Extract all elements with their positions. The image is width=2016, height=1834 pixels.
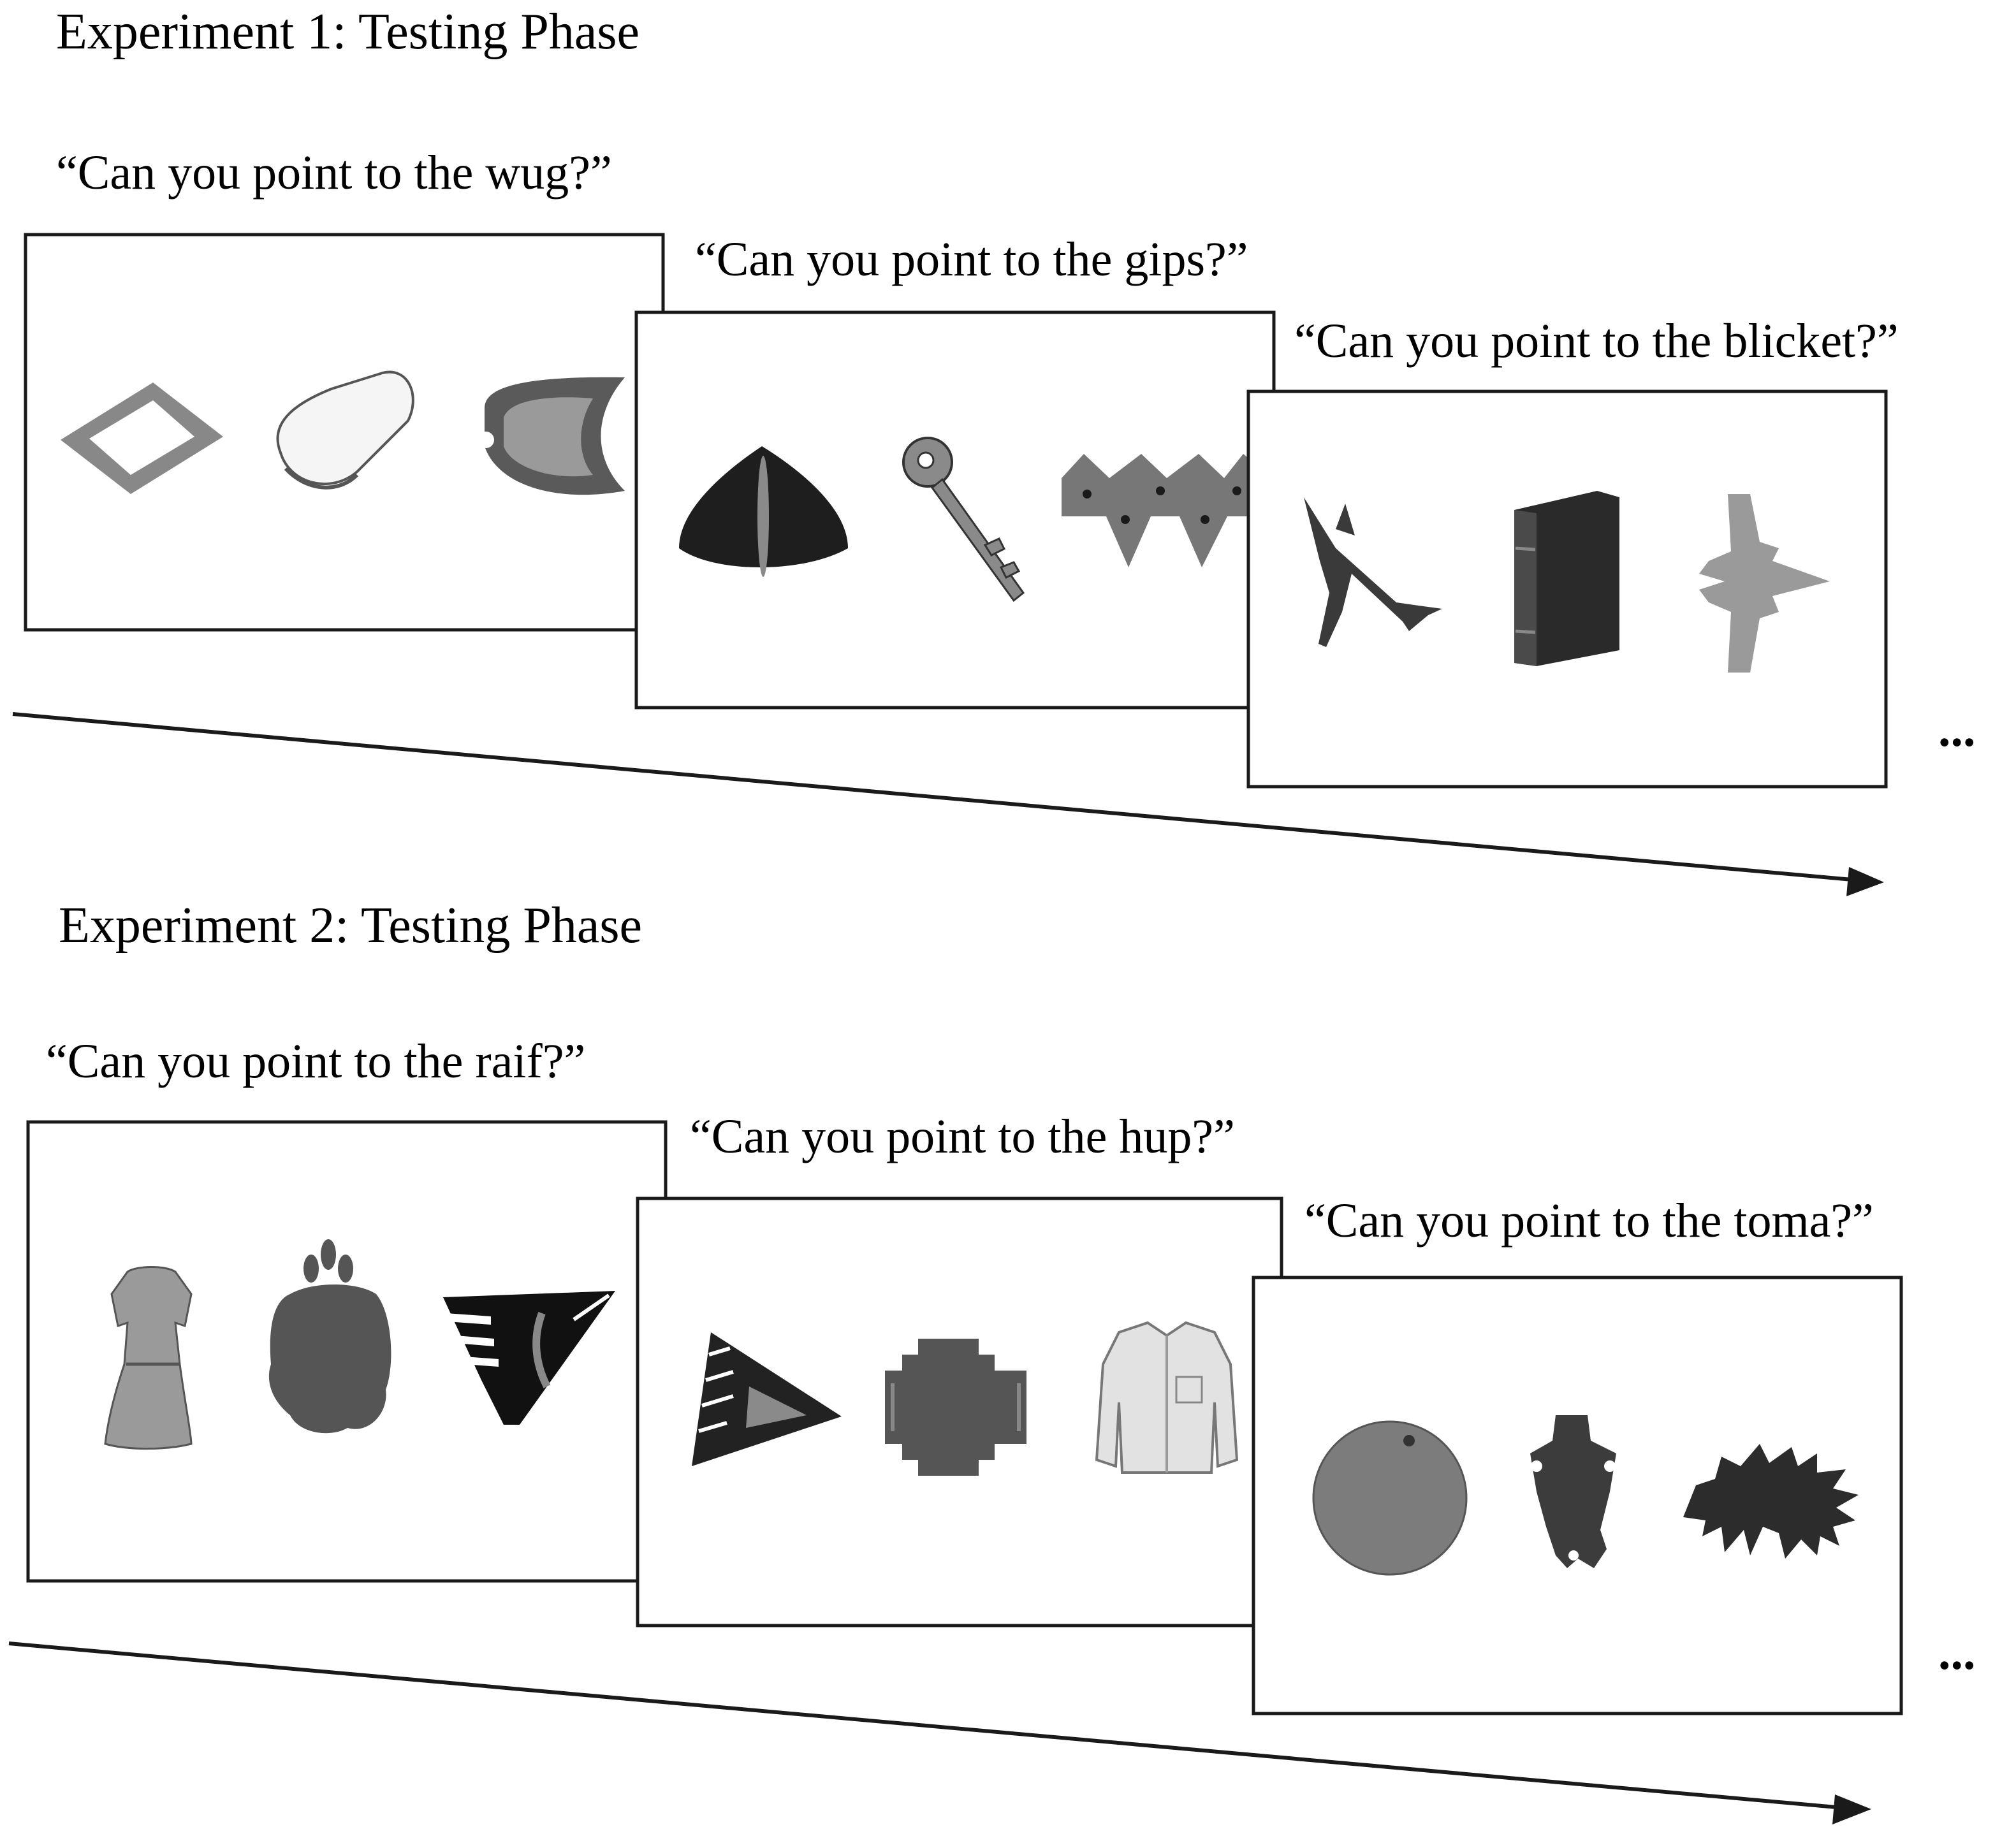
triangle-shape-icon bbox=[692, 1332, 842, 1466]
shield-shape-icon bbox=[478, 377, 625, 495]
frame-shape-icon bbox=[61, 382, 223, 494]
exp1-panel-1 bbox=[24, 233, 665, 632]
shirt-icon bbox=[1095, 1321, 1239, 1474]
key-icon bbox=[902, 437, 1025, 602]
figure-shape-icon bbox=[1530, 1415, 1616, 1568]
exp2-panel-1 bbox=[26, 1120, 668, 1583]
exp2-panel-3 bbox=[1252, 1276, 1903, 1715]
dress-icon bbox=[104, 1266, 193, 1450]
exp1-continuation-ellipsis: ... bbox=[1938, 701, 1976, 757]
exp1-prompt-3: “Can you point to the blicket?” bbox=[1294, 314, 1899, 368]
orange-icon bbox=[1312, 1420, 1468, 1576]
exp2-prompt-3: “Can you point to the toma?” bbox=[1304, 1194, 1874, 1248]
exp2-prompt-2: “Can you point to the hup?” bbox=[690, 1110, 1235, 1163]
crane-shape-icon bbox=[1304, 497, 1442, 647]
exp2-timeline-arrow bbox=[8, 1641, 1871, 1824]
exp1-prompt-2: “Can you point to the gips?” bbox=[695, 233, 1248, 286]
exp1-timeline-arrow bbox=[12, 712, 1884, 896]
experiment-1-heading: Experiment 1: Testing Phase bbox=[56, 4, 639, 60]
exp1-panel-3 bbox=[1246, 389, 1888, 789]
bell-shape-icon bbox=[679, 446, 848, 577]
experiment-2-heading: Experiment 2: Testing Phase bbox=[59, 898, 642, 954]
exp2-prompt-1: “Can you point to the raif?” bbox=[46, 1035, 585, 1088]
splat-shape-icon bbox=[1683, 1444, 1859, 1559]
star-shape-icon bbox=[1699, 494, 1830, 673]
spiked-shape-icon bbox=[1062, 454, 1272, 567]
cross-shape-icon bbox=[885, 1339, 1026, 1476]
exp2-continuation-ellipsis: ... bbox=[1938, 1624, 1976, 1680]
sock-icon bbox=[276, 370, 414, 490]
exp2-panel-2 bbox=[636, 1197, 1283, 1627]
exp1-prompt-1: “Can you point to the wug?” bbox=[56, 146, 612, 200]
blob-shape-icon bbox=[268, 1239, 391, 1434]
book-icon bbox=[1514, 491, 1619, 666]
wedge-shape-icon bbox=[443, 1291, 615, 1425]
exp1-panel-2 bbox=[634, 310, 1276, 710]
